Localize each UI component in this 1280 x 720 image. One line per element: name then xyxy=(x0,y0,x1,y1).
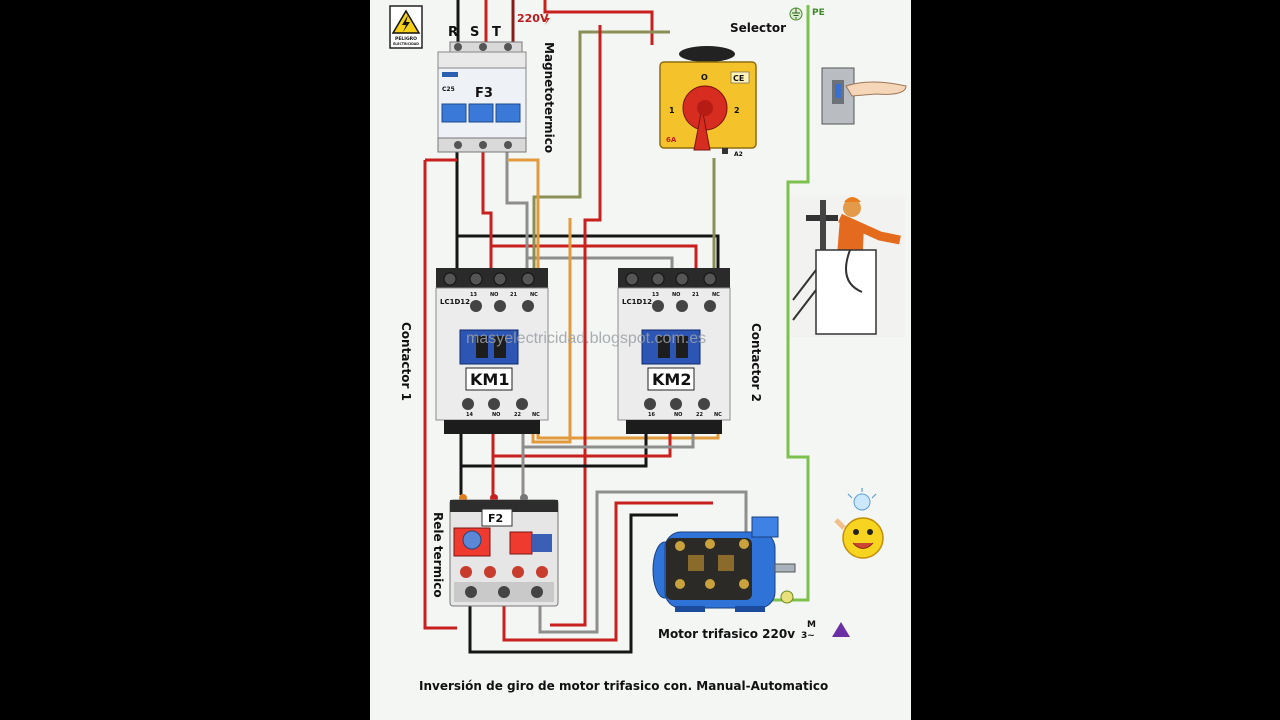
wire-out-2 xyxy=(491,430,672,495)
danger-sign-line1: PELIGRO xyxy=(395,36,417,42)
km2-top-term: NC xyxy=(712,292,720,298)
wire-motor-3 xyxy=(538,490,748,634)
selector-ce: CE xyxy=(733,74,744,83)
km1-top-term: NC xyxy=(530,292,538,298)
watermark: masyelectricidad.blogspot.com.es xyxy=(466,330,706,347)
selector-terminal: A2 xyxy=(734,151,743,158)
wire-selector-feed xyxy=(543,0,654,45)
bolt-icon xyxy=(544,13,550,25)
wire-r-main xyxy=(455,150,720,270)
phase-label-t: T xyxy=(492,25,501,40)
selector-amps: 6A xyxy=(666,136,677,144)
breaker-title: Magnetotermico xyxy=(542,42,556,153)
km1-top-term: NO xyxy=(490,292,498,298)
km1-top-term: 13 xyxy=(470,292,477,298)
km1-bottom-term: 22 xyxy=(514,412,521,418)
km2-name: KM2 xyxy=(652,370,691,389)
danger-sign: PELIGRO ELECTRICIDAD xyxy=(389,5,423,49)
lightning-icon xyxy=(402,15,410,32)
km2-model: LC1D12 xyxy=(622,298,652,306)
wire-motor-2 xyxy=(502,501,713,642)
wire-motor-1 xyxy=(468,513,678,654)
motor-symbol-top: M xyxy=(807,620,816,630)
km2-bottom-term: 22 xyxy=(696,412,703,418)
km2-bottom-term: NC xyxy=(714,412,722,418)
phase-label-s: S xyxy=(470,25,479,40)
wire-out-3 xyxy=(521,430,695,495)
pe-wire xyxy=(750,5,810,602)
km1-top-terminals xyxy=(436,268,548,290)
wiring-diagram: PELIGRO ELECTRICIDAD R S T 220V F3 C25 M… xyxy=(389,0,907,693)
breaker-name: F3 xyxy=(475,86,493,101)
selector-pos-2: 2 xyxy=(734,106,740,115)
danger-sign-line2: ELECTRICIDAD xyxy=(393,42,419,46)
selector-title: Selector xyxy=(730,21,786,35)
contactor2-title: Contactor 2 xyxy=(749,323,763,402)
km1-bottom-term: NO xyxy=(492,412,500,418)
km1-top-term: 21 xyxy=(510,292,517,298)
km1-bottom-term: NC xyxy=(532,412,540,418)
wire-selector-return xyxy=(550,25,602,627)
wire-red-long xyxy=(423,158,457,630)
motor[interactable] xyxy=(652,516,796,612)
relay-title: Rele termico xyxy=(431,512,445,598)
thermal-relay-f2[interactable]: F2 xyxy=(449,494,559,607)
relay-name: F2 xyxy=(488,512,503,525)
voltage-label: 220V xyxy=(517,12,549,25)
breaker-rating: C25 xyxy=(442,86,455,93)
contactor1-title: Contactor 1 xyxy=(399,322,413,401)
idea-smiley-icon xyxy=(834,488,884,559)
wire-out-1 xyxy=(459,430,648,495)
hand-switch-icon xyxy=(821,67,907,125)
km2-bottom-term: 16 xyxy=(648,412,655,418)
caption: Inversión de giro de motor trifasico con… xyxy=(419,679,828,693)
pe-label: PE xyxy=(812,8,825,18)
triangle-icon xyxy=(832,622,850,637)
selector-pos-0: O xyxy=(701,73,708,82)
km1-model: LC1D12 xyxy=(440,298,470,306)
motor-title: Motor trifasico 220v xyxy=(658,627,795,641)
breaker-f3[interactable]: F3 C25 xyxy=(437,41,527,153)
phase-label-r: R xyxy=(448,25,458,40)
km2-top-term: 13 xyxy=(652,292,659,298)
diagram-panel: PELIGRO ELECTRICIDAD R S T 220V F3 C25 M… xyxy=(370,0,911,720)
selector-switch[interactable]: O 1 2 CE 6A A2 xyxy=(659,46,757,158)
selector-pos-1: 1 xyxy=(669,106,675,115)
km1-bottom-term: 14 xyxy=(466,412,473,418)
electrician-icon xyxy=(790,195,905,337)
km2-top-term: 21 xyxy=(692,292,699,298)
km2-bottom-term: NO xyxy=(674,412,682,418)
km2-top-term: NO xyxy=(672,292,680,298)
wire-s-main xyxy=(481,150,698,270)
wire-t-main xyxy=(505,150,674,270)
motor-ground-icon xyxy=(780,590,794,604)
motor-symbol-bottom: 3~ xyxy=(801,631,815,641)
km1-name: KM1 xyxy=(470,370,509,389)
km2-top-terminals xyxy=(618,268,730,290)
